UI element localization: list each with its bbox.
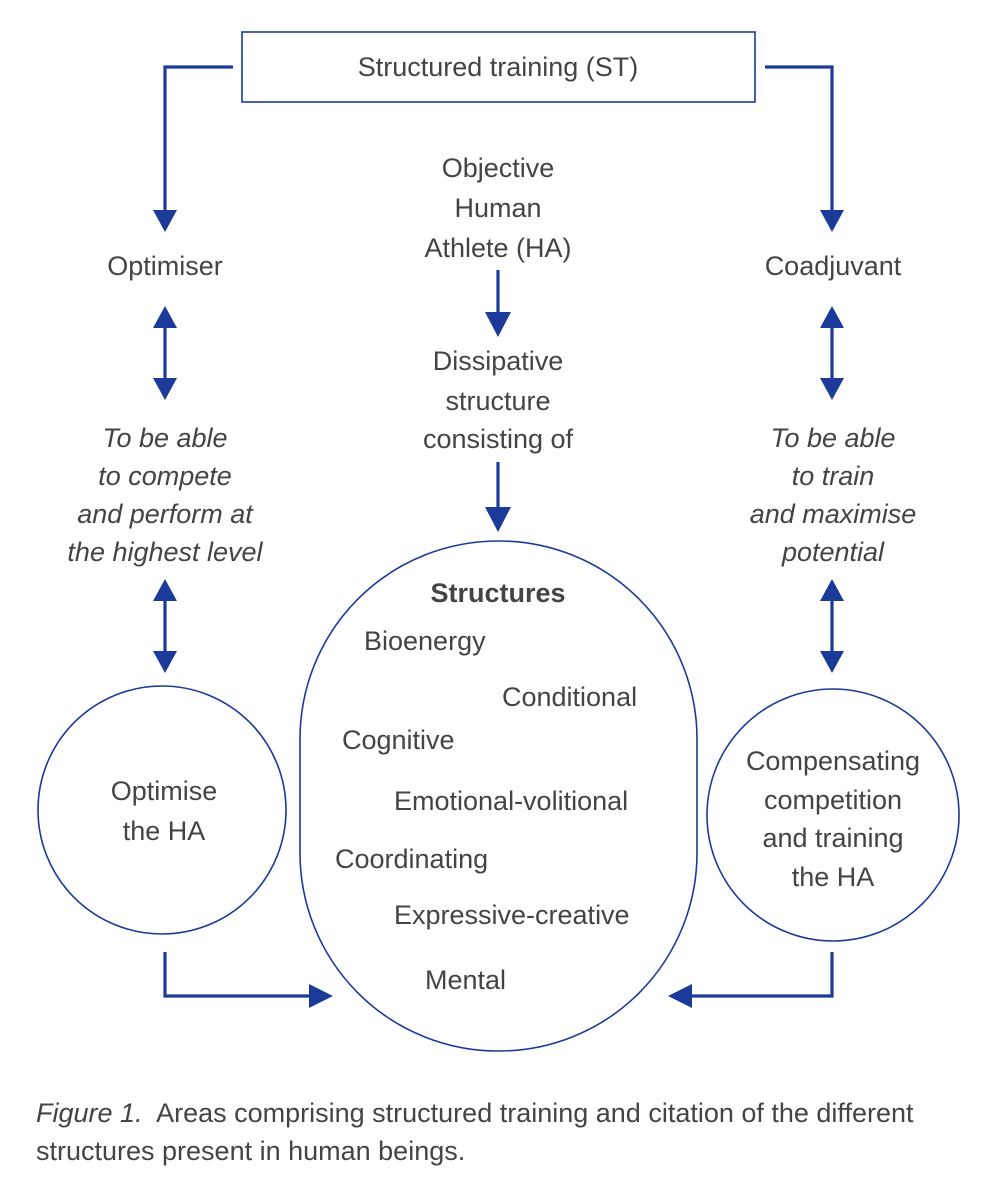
structure-item: Bioenergy <box>364 626 486 656</box>
figure-caption-text: Areas comprising structured training and… <box>36 1098 914 1166</box>
coadjuvant-note-line: To be able <box>770 423 895 453</box>
arrow-up-icon <box>153 579 177 601</box>
structured-training-label: Structured training (ST) <box>358 52 639 82</box>
figure-caption: Figure 1. Areas comprising structured tr… <box>36 1094 966 1170</box>
coadjuvant-label: Coadjuvant <box>765 251 902 281</box>
coadjuvant-note-line: to train <box>792 461 875 491</box>
structure-item: Coordinating <box>335 844 488 874</box>
optimiser-note-line: to compete <box>98 461 232 491</box>
arrow-up-icon <box>153 306 177 328</box>
structure-item: Expressive-creative <box>394 900 630 930</box>
coadjuvant-note-line: and maximise <box>750 499 917 529</box>
structure-item: Conditional <box>502 682 637 712</box>
arrow-down-icon <box>485 312 511 337</box>
optimise-ha-line: Optimise <box>111 776 218 806</box>
arrow-up-icon <box>820 306 844 328</box>
diagram-canvas: Structured training (ST) Optimiser To be… <box>37 31 960 1052</box>
arrow-down-icon <box>820 210 844 232</box>
structures-title: Structures <box>430 578 565 608</box>
arrow-down-icon <box>153 378 177 400</box>
connector-st-to-optimiser <box>163 65 233 214</box>
dissipative-line: consisting of <box>423 424 574 454</box>
arrow-right-icon <box>309 984 333 1008</box>
arrow-up-icon <box>820 579 844 601</box>
compensating-circle <box>706 688 960 942</box>
compensating-line: Compensating <box>746 746 920 776</box>
figure-label: Figure 1. <box>36 1098 143 1128</box>
compensating-line: competition <box>764 785 902 815</box>
optimiser-note-line: the highest level <box>67 537 263 567</box>
connector-st-to-coadjuvant <box>765 65 834 214</box>
objective-line: Objective <box>442 153 555 183</box>
arrow-down-icon <box>485 507 511 532</box>
structures-container <box>299 540 698 1052</box>
dissipative-line: Dissipative <box>433 346 564 376</box>
arrow-left-icon <box>668 984 692 1008</box>
optimiser-note-line: and perform at <box>77 499 254 529</box>
optimise-ha-circle <box>37 685 287 935</box>
structure-item: Mental <box>425 965 506 995</box>
objective-line: Athlete (HA) <box>424 233 571 263</box>
optimise-ha-line: the HA <box>123 816 206 846</box>
structured-training-box <box>241 31 756 103</box>
arrow-down-icon <box>153 651 177 673</box>
optimiser-label: Optimiser <box>107 251 223 281</box>
arrow-down-icon <box>153 210 177 232</box>
compensating-line: and training <box>762 823 903 853</box>
structure-item: Cognitive <box>342 725 455 755</box>
objective-line: Human <box>454 193 541 223</box>
structure-item: Emotional-volitional <box>394 786 628 816</box>
optimiser-note-line: To be able <box>102 423 227 453</box>
dissipative-line: structure <box>445 386 550 416</box>
connector-compensating-to-structures <box>686 952 834 998</box>
arrow-down-icon <box>820 378 844 400</box>
coadjuvant-note-line: potential <box>781 537 885 567</box>
arrow-down-icon <box>820 651 844 673</box>
connector-optimise-to-structures <box>163 952 316 998</box>
compensating-line: the HA <box>792 862 875 892</box>
